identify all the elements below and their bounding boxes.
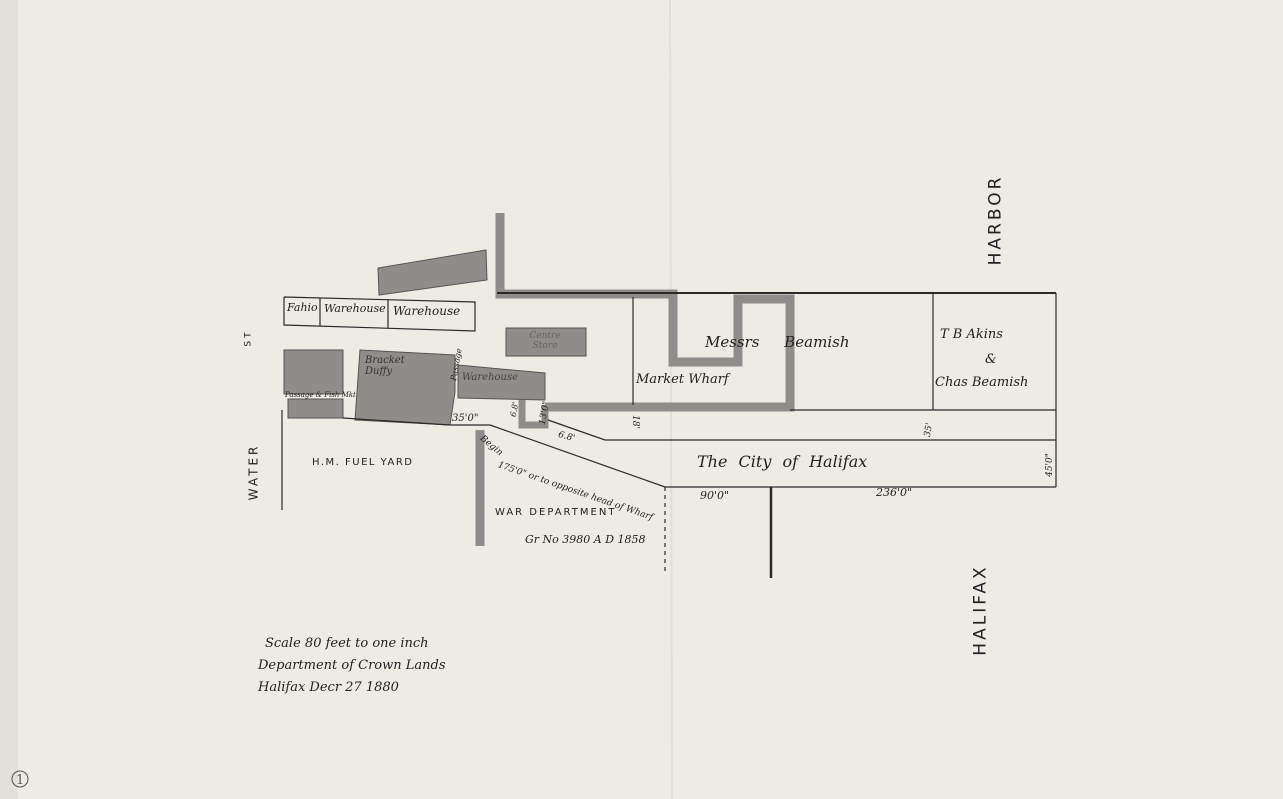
dim-90: 90'0"	[700, 489, 730, 502]
chas-beamish-label: Chas Beamish	[935, 375, 1029, 390]
dim-45: 45'0"	[1044, 453, 1055, 477]
shaded-building-top	[377, 249, 488, 296]
fahio-label: Fahio	[287, 301, 318, 314]
paper-edge	[0, 0, 18, 799]
ampersand-label: &	[985, 352, 997, 367]
akins-label: T B Akins	[940, 327, 1003, 342]
street-st-label: ST	[243, 329, 254, 347]
water-street-label: WATER	[246, 443, 261, 501]
paper-fold	[669, 0, 673, 799]
market-wharf-label: Market Wharf	[636, 372, 729, 387]
centre-store-label: Centre Store	[529, 331, 561, 351]
fuel-yard-label: H.M. FUEL YARD	[312, 457, 414, 468]
bracket-duffy-block	[354, 349, 456, 426]
warehouse-label-3: Warehouse	[462, 372, 519, 383]
warehouse-row	[283, 296, 476, 332]
left-block	[283, 349, 344, 395]
beamish-label: Messrs Beamish	[705, 333, 850, 351]
warehouse-label-1: Warehouse	[324, 302, 386, 315]
bracket-duffy-label: Bracket Duffy	[365, 355, 405, 377]
left-block-lower	[287, 398, 344, 419]
passage-fish-market-label: Passage & Fish Mkt	[285, 391, 356, 399]
slip-outline	[518, 400, 549, 429]
city-north-line	[547, 419, 1056, 441]
corner-circle	[11, 770, 29, 788]
fuel-yard-north	[342, 417, 490, 426]
war-department-label: WAR DEPARTMENT	[495, 507, 617, 518]
grant-label: Gr No 3980 A D 1858	[525, 533, 646, 546]
place-date-note: Halifax Decr 27 1880	[258, 680, 399, 695]
city-of-halifax-label: The City of Halifax	[697, 452, 868, 471]
warehouse-label-2: Warehouse	[393, 304, 461, 318]
corner-mark: 1	[16, 773, 24, 788]
centre-store-block	[505, 327, 587, 357]
department-note: Department of Crown Lands	[258, 658, 446, 673]
dim-35: 35'0"	[452, 413, 479, 424]
warehouse-block	[457, 364, 546, 401]
harbor-label: HARBOR	[985, 174, 1006, 266]
scale-note: Scale 80 feet to one inch	[265, 636, 429, 651]
halifax-harbor-label: HALIFAX	[970, 564, 991, 656]
dim-18: 18'	[629, 415, 640, 429]
dim-236: 236'0"	[876, 486, 913, 499]
